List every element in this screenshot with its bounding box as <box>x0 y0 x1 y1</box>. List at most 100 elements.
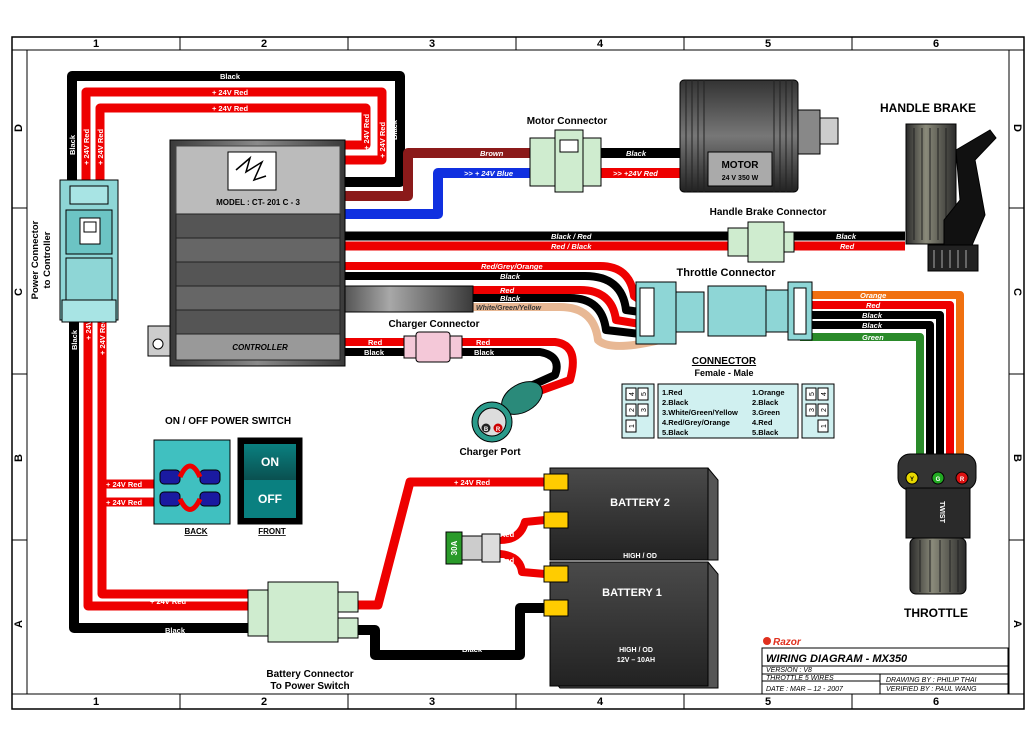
grid-col-top-1: 1 <box>93 38 99 50</box>
motor-connector-label: Motor Connector <box>527 116 608 127</box>
grid-row-right-b: B <box>1011 454 1023 462</box>
wire-thr-green <box>800 333 924 455</box>
pin-left-4: 3 <box>641 408 648 412</box>
legend-male-4: 4.Red <box>752 418 773 427</box>
connector-title: CONNECTOR <box>692 356 757 367</box>
wire-left-red-1 <box>83 322 250 611</box>
legend-female-2: 2.Black <box>662 398 689 407</box>
grid-row-left-b: B <box>13 454 25 462</box>
switch-on-label: ON <box>261 455 279 469</box>
power-connector <box>59 179 119 323</box>
battery-2-sub: HIGH / OD <box>623 553 657 560</box>
title-verified-by: VERIFIED BY : PAUL WANG <box>886 686 977 693</box>
charger-connector-label: Charger Connector <box>388 319 479 330</box>
power-connector-label-2: to Controller <box>42 231 53 288</box>
wl-left-black: Black <box>68 134 77 155</box>
wl-thr-orange: Orange <box>860 291 886 300</box>
switch-front-label: FRONT <box>258 527 286 536</box>
wl-charger-red: Red <box>368 338 383 347</box>
controller-name: CONTROLLER <box>232 343 288 352</box>
battery-1 <box>543 561 719 689</box>
legend-female-3: 3.White/Green/Yellow <box>662 408 738 417</box>
wl-right-black: Black <box>390 119 399 140</box>
wl-brake-black-red: Black / Red <box>551 232 592 241</box>
title-version: VERSION : V8 <box>766 667 812 674</box>
controller-model: MODEL : CT- 201 C - 3 <box>216 198 300 207</box>
battery-1-sub-2: 12V – 10AH <box>617 657 655 664</box>
wl-motor-black: Black <box>626 149 647 158</box>
wl-brown: Brown <box>480 149 504 158</box>
wl-bot-red-2: + 24V Red <box>150 609 186 618</box>
wl-top-red-2: + 24V Red <box>212 104 248 113</box>
wire-fuse-red-2 <box>499 550 546 578</box>
grid-col-bottom-5: 5 <box>765 696 771 708</box>
throttle-button-g: G <box>936 477 941 483</box>
power-switch-back <box>153 439 231 525</box>
charger-pin-b: B <box>484 427 489 433</box>
wl-vl-black: Black <box>70 329 79 350</box>
grid-col-bottom-2: 2 <box>261 696 267 708</box>
wire-blue <box>345 168 535 219</box>
grid-row-left-a: A <box>13 620 25 628</box>
wl-bat-black: Black <box>462 645 483 654</box>
wire-top-red-2 <box>95 103 371 185</box>
motor-connector <box>529 129 602 193</box>
throttle-connector-label: Throttle Connector <box>677 267 777 279</box>
power-connector-label-1: Power Connector <box>30 220 41 299</box>
wires <box>67 71 964 660</box>
title-drawing-by: DRAWING BY : PHILIP THAI <box>886 677 977 684</box>
throttle-label: THROTTLE <box>904 606 968 620</box>
legend-male-3: 3.Green <box>752 408 780 417</box>
handle-brake <box>905 123 997 272</box>
grid-row-right-a: A <box>1011 620 1023 628</box>
grid-row-left-c: C <box>13 288 25 296</box>
wire-left-red-2 <box>97 322 250 599</box>
throttle-button-y: Y <box>910 477 914 483</box>
legend-male-2: 2.Black <box>752 398 779 407</box>
pin-left-5: 1 <box>629 424 636 428</box>
pin-left-3: 2 <box>629 408 636 412</box>
wl-left-red-2: + 24V Red <box>96 129 105 165</box>
wire-thr-orange <box>800 291 964 455</box>
wl-charger-black: Black <box>364 348 385 357</box>
wl-thr-black-1: Black <box>500 272 521 281</box>
power-switch-front[interactable] <box>237 437 303 525</box>
wire-brown <box>345 148 535 201</box>
wl-thr-red: Red <box>500 286 515 295</box>
wl-thr-wgy: White/Green/Yellow <box>476 305 542 312</box>
wl-brake-red-black: Red / Black <box>551 242 592 251</box>
switch-back-label: BACK <box>184 527 207 536</box>
battery-connector-label-1: Battery Connector <box>266 669 353 680</box>
title-block: Razor WIRING DIAGRAM - MX350 VERSION : V… <box>761 637 1009 695</box>
grid-col-bottom-6: 6 <box>933 696 939 708</box>
wire-left-black <box>69 322 250 633</box>
grid-col-bottom-1: 1 <box>93 696 99 708</box>
wl-bot-black: Black <box>165 626 186 635</box>
throttle-connector <box>635 281 813 345</box>
wire-charger-black-2 <box>460 348 561 397</box>
wl-motor-red: >> +24V Red <box>613 169 658 178</box>
grid-col-top-6: 6 <box>933 38 939 50</box>
charger-pin-r: R <box>496 427 501 433</box>
wire-thr-red <box>470 286 641 328</box>
wl-bot-red-1: + 24V Red <box>150 597 186 606</box>
battery-1-sub-1: HIGH / OD <box>619 647 653 654</box>
switch-off-label: OFF <box>258 492 282 506</box>
pin-left-2: 5 <box>641 392 648 396</box>
grid-row-right-c: C <box>1011 288 1023 296</box>
wire-bat-black <box>355 603 545 660</box>
title-throttle: THROTTLE 5 WIRES <box>766 675 834 682</box>
power-switch-title: ON / OFF POWER SWITCH <box>165 416 291 427</box>
wire-top-red-1 <box>81 87 387 185</box>
charger-port: B R <box>471 381 543 443</box>
wl-brake-red: Red <box>840 242 855 251</box>
wl-blue: >> + 24V Blue <box>464 169 513 178</box>
wl-thr-black-2: Black <box>500 294 521 303</box>
wl-brake-black: Black <box>836 232 857 241</box>
fuse: 30A <box>445 531 501 565</box>
handle-brake-connector-label: Handle Brake Connector <box>710 207 827 218</box>
wl-right-red-1: + 24V Red <box>378 122 387 158</box>
border-frame: 1 2 3 4 5 6 1 2 3 4 5 6 D C B A D C B A <box>11 36 1025 710</box>
wl-fuse-red-1: Red <box>500 530 515 539</box>
